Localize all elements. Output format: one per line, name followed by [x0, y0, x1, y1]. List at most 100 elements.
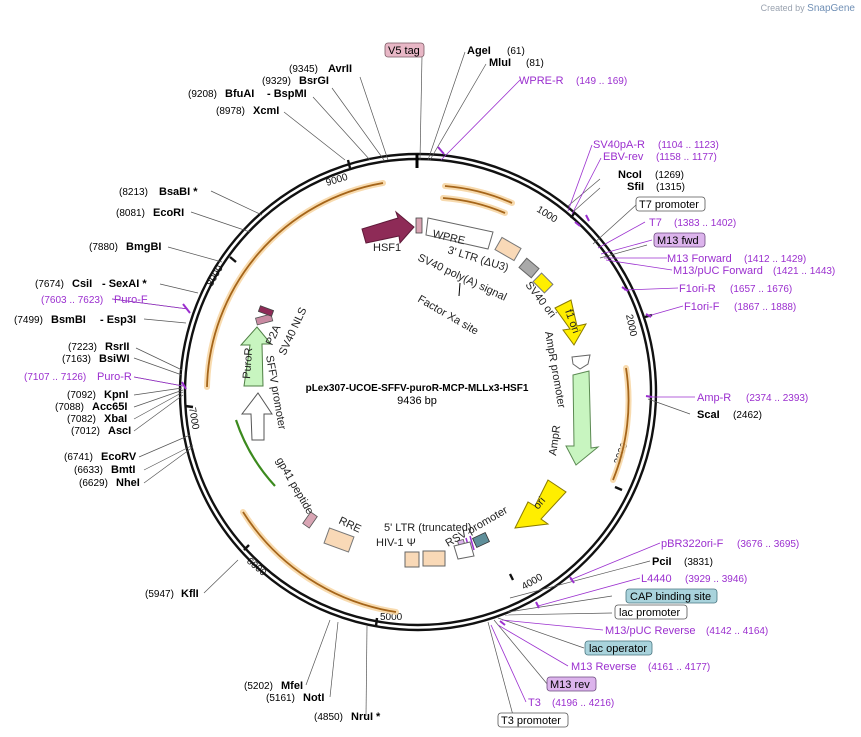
- site-name: CsiI: [72, 278, 92, 290]
- primer-pos: (1657 .. 1676): [730, 284, 792, 295]
- m13-fwd-box: [653, 232, 706, 248]
- primer-pos: (4142 .. 4164): [706, 626, 768, 637]
- site-pos: (5202): [244, 681, 273, 692]
- tick-label-8000: 8000: [205, 263, 226, 288]
- ltr3-block: [494, 236, 522, 262]
- lac-promoter-box: [614, 604, 688, 620]
- snapgene-logo-text: SnapGene: [807, 3, 855, 14]
- cap-binding-site-text: CAP binding site: [630, 591, 711, 603]
- site-name: AgeI: [467, 45, 491, 57]
- sffv-promoter-arrow: [240, 392, 273, 441]
- t3-promoter-box: [497, 712, 569, 728]
- tick-label-5000: 5000: [380, 612, 403, 623]
- primer-ticks-right: [437, 146, 653, 626]
- site-name: NruI *: [351, 711, 381, 723]
- rre-block: [323, 527, 355, 553]
- hiv1-psi-label: HIV-1 Ψ: [376, 537, 416, 549]
- f1-ori-arrow: [554, 299, 587, 346]
- primer-leaders-right: [440, 79, 695, 703]
- tick-label-2000: 2000: [623, 313, 638, 337]
- primer-pos: (3676 .. 3695): [737, 539, 799, 550]
- site-pos: (7163): [62, 354, 91, 365]
- tick-label-7000: 7000: [186, 407, 201, 431]
- site-pos: (9208): [188, 89, 217, 100]
- primer-name: Puro-F: [114, 294, 148, 306]
- site-name: BfuAI: [225, 88, 254, 100]
- site-name: EcoRV: [101, 451, 137, 463]
- t7-promoter-text: T7 promoter: [639, 199, 699, 211]
- site-pos: (8081): [116, 208, 145, 219]
- credit-prefix: Created by: [760, 3, 805, 13]
- site-pos: (2462): [733, 410, 762, 421]
- amp-promoter-label: AmpR promoter: [542, 330, 567, 409]
- site-name: BsiWI: [99, 353, 130, 365]
- primer-pos: (4196 .. 4216): [552, 698, 614, 709]
- orf-arcs: [204, 180, 632, 615]
- p2a-block: [255, 313, 274, 326]
- primer-pos: (1383 .. 1402): [674, 218, 736, 229]
- site-pos: (9345): [289, 64, 318, 75]
- factor-xa-label: Factor Xa site: [416, 293, 481, 337]
- puror-arrow: [239, 326, 273, 387]
- primer-pos: (149 .. 169): [576, 76, 627, 87]
- primer-pos: (1421 .. 1443): [773, 266, 835, 277]
- site-pos: (6633): [74, 465, 103, 476]
- v5-tag-box: [384, 42, 425, 58]
- site-name: BmgBI: [126, 241, 161, 253]
- site-pos: (7092): [67, 390, 96, 401]
- hiv1-psi-block: [404, 551, 420, 568]
- puro-r-marker: [181, 381, 187, 390]
- primer-pos: (1412 .. 1429): [744, 254, 806, 265]
- wpre-block: [425, 217, 494, 250]
- primer-name: L4440: [641, 573, 672, 585]
- site-pos: (9329): [262, 76, 291, 87]
- site-extra: - Esp3I: [100, 314, 136, 326]
- ltr5-label: 5' LTR (truncated): [384, 522, 471, 534]
- primer-pos: (3929 .. 3946): [685, 574, 747, 585]
- site-name: RsrII: [105, 341, 129, 353]
- site-name: NcoI: [618, 169, 642, 181]
- primer-name: WPRE-R: [519, 75, 564, 87]
- site-name: XcmI: [253, 105, 279, 117]
- site-pos: (8978): [216, 106, 245, 117]
- site-name: EcoRI: [153, 207, 184, 219]
- sv40-nls-block: [257, 305, 275, 317]
- primer-pos: (2374 .. 2393): [746, 393, 808, 404]
- primer-name: M13/pUC Forward: [673, 265, 763, 277]
- primer-name: M13 Forward: [667, 253, 732, 265]
- site-labels-right: AgeI (61) MluI (81) WPRE-R (149 .. 169) …: [467, 45, 835, 709]
- cap-binding-site-box: [625, 588, 718, 604]
- site-pos: (7223): [68, 342, 97, 353]
- site-name: KflI: [181, 588, 199, 600]
- leader-lines-right: [419, 51, 691, 720]
- site-name: MfeI: [281, 680, 303, 692]
- m13-rev-text: M13 rev: [550, 679, 590, 691]
- site-extra: - BspMI: [267, 88, 307, 100]
- site-pos: (7012): [71, 426, 100, 437]
- orf-arc-3: [612, 367, 630, 481]
- site-pos: (1269): [655, 170, 684, 181]
- site-name: BsaBI *: [159, 186, 198, 198]
- site-name: NotI: [303, 692, 324, 704]
- site-name: BmtI: [111, 464, 135, 476]
- sffv-promoter-label: SFFV promoter: [263, 354, 288, 430]
- v5-tag-text: V5 tag: [388, 45, 420, 57]
- features: [239, 210, 600, 568]
- primer-name: Puro-R: [97, 371, 132, 383]
- rsv-promoter-arrow: [453, 541, 475, 560]
- m13-fwd-text: M13 fwd: [657, 235, 699, 247]
- box-labels: V5 tag T7 promoter M13 fwd CAP binding s…: [384, 42, 718, 728]
- primer-name: M13/pUC Reverse: [605, 625, 695, 637]
- site-pos: (8213): [119, 187, 148, 198]
- primer-pos: (4161 .. 4177): [648, 662, 710, 673]
- site-pos: (6741): [64, 452, 93, 463]
- puro-r-leader: [133, 376, 184, 387]
- plasmid-name: pLex307-UCOE-SFFV-puroR-MCP-MLLx3-HSF1: [306, 383, 529, 394]
- tick-label-1000: 1000: [534, 204, 559, 225]
- site-pos: (81): [526, 58, 544, 69]
- primer-name: pBR322ori-F: [661, 538, 724, 550]
- site-pos: (3831): [684, 557, 713, 568]
- primer-name: EBV-rev: [603, 151, 644, 163]
- m13-rev-box: [546, 676, 597, 692]
